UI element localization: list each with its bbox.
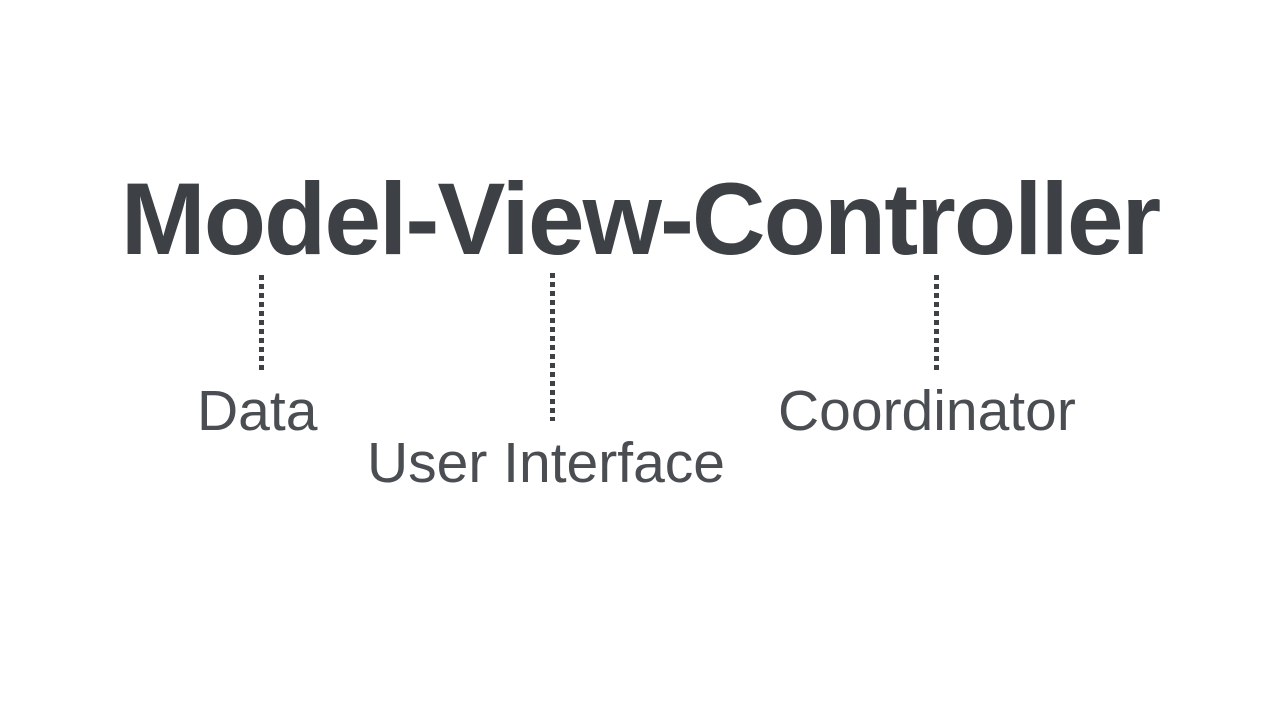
connector-line-view-to-user-interface: [550, 273, 555, 421]
diagram-title: Model-View-Controller: [120, 162, 1162, 276]
label-user-interface: User Interface: [367, 431, 725, 495]
label-coordinator: Coordinator: [778, 379, 1076, 443]
label-data: Data: [197, 379, 318, 443]
connector-line-controller-to-coordinator: [934, 275, 939, 370]
connector-line-model-to-data: [259, 275, 264, 370]
